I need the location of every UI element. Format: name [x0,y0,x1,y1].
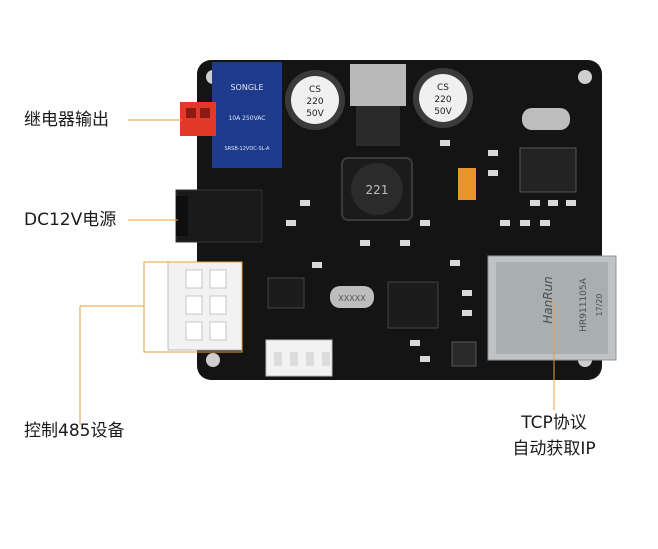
relay-rating: 10A 250VAC [228,115,265,122]
label-relay-output: 继电器输出 [24,110,109,130]
rj45-code: 17/20 [595,293,604,316]
svg-text:220: 220 [434,95,451,105]
rj45-port: HanRun HR911105A 17/20 [487,255,617,361]
capacitor-right: CS 220 50V [413,68,473,128]
relay: SONGLE 10A 250VAC SRSB-12VDC-SL-A [212,62,282,168]
voltage-regulator [350,64,406,146]
relay-brand: SONGLE [230,83,263,92]
mount-hole-top-right [578,70,592,84]
label-auto-ip: 自动获取IP [512,439,596,459]
svg-text:50V: 50V [306,109,324,119]
ethernet-chip [519,147,577,193]
reset-button [451,341,477,367]
label-control-485: 控制485设备 [24,421,125,441]
inductor-marking: 221 [366,183,389,197]
rj45-model: HR911105A [579,277,589,331]
relay-model: SRSB-12VDC-SL-A [225,146,271,152]
rj45-brand: HanRun [541,276,555,324]
rs485-transceiver-chip [267,277,305,309]
svg-text:CS: CS [309,85,321,95]
svg-text:XXXXX: XXXXX [338,294,366,303]
mcu-chip [387,281,439,329]
inductor: 221 [341,157,413,221]
svg-text:CS: CS [437,83,449,93]
mount-hole-bottom-left [206,353,220,367]
tantalum-capacitor [458,168,476,200]
crystal-top [522,108,570,130]
bottom-header [265,339,333,377]
capacitor-left: CS 220 50V [285,70,345,130]
label-tcp-protocol: TCP协议 [521,413,587,433]
svg-text:50V: 50V [434,107,452,117]
callout-lines [79,119,555,425]
label-dc-power: DC12V电源 [24,210,117,230]
crystal-middle: XXXXX [330,286,374,308]
relay-terminal-block [180,102,216,136]
svg-text:220: 220 [306,97,323,107]
smd-components [286,140,576,362]
dc-power-jack [175,189,263,243]
rs485-connector [167,261,243,351]
